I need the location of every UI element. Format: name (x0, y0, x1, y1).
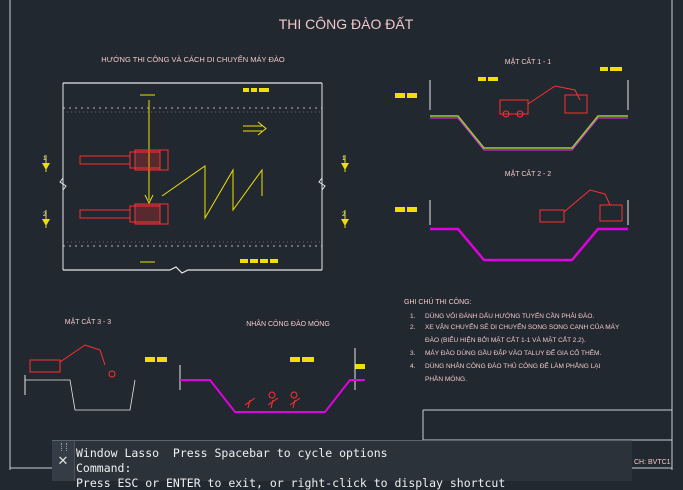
svg-text:DÙNG VÔI ĐÁNH DẤU HƯỚNG TUYẾN: DÙNG VÔI ĐÁNH DẤU HƯỚNG TUYẾN CẦN PHẢI Đ… (425, 310, 594, 320)
svg-text:2: 2 (43, 212, 47, 218)
grip-dots-icon (61, 443, 67, 451)
svg-text:MẶT CẮT 2 - 2: MẶT CẮT 2 - 2 (505, 169, 552, 178)
close-icon[interactable]: ✕ (57, 454, 69, 469)
plan-title: HƯỚNG THI CÔNG VÀ CÁCH DI CHUYỂN MÁY ĐÀO (101, 55, 285, 64)
svg-text:NHÂN CÔNG ĐÀO MÓNG: NHÂN CÔNG ĐÀO MÓNG (246, 319, 330, 328)
section-2-2: MẶT CẮT 2 - 2 (395, 169, 629, 262)
section-3-3: MẶT CẮT 3 - 3 (24, 317, 136, 411)
svg-text:ĐÀO (BIỂU HIỆN BỞI MẶT CẮT 1-1: ĐÀO (BIỂU HIỆN BỞI MẶT CẮT 1-1 VÀ MẶT CẮ… (425, 335, 586, 344)
command-prompt[interactable]: Command: (76, 461, 132, 475)
command-history-line: Press ESC or ENTER to exit, or right-cli… (76, 476, 506, 490)
svg-text:DÙNG NHÂN CÔNG ĐÀO THỦ CÔNG ĐỂ: DÙNG NHÂN CÔNG ĐÀO THỦ CÔNG ĐỂ LÀM PHẲNG… (425, 361, 601, 370)
command-line-panel[interactable]: ✕ Window Lasso Press Spacebar to cycle o… (52, 440, 632, 490)
drawing-title: THI CÔNG ĐÀO ĐẤT (279, 16, 414, 32)
command-line-grip[interactable]: ✕ (52, 441, 75, 481)
svg-text:1: 1 (342, 156, 346, 162)
svg-text:2: 2 (342, 212, 346, 218)
svg-text:XE VẬN CHUYỂN SẼ DI CHUYỂN SON: XE VẬN CHUYỂN SẼ DI CHUYỂN SONG SONG CẠN… (425, 322, 620, 331)
titleblock-label: CH: BVTC1 (634, 459, 671, 466)
plan-view: HƯỚNG THI CÔNG VÀ CÁCH DI CHUYỂN MÁY ĐÀO (42, 55, 349, 274)
svg-text:MẶT CẮT 1 - 1: MẶT CẮT 1 - 1 (505, 57, 552, 66)
svg-text:MẶT CẮT 3 - 3: MẶT CẮT 3 - 3 (65, 317, 112, 326)
construction-notes: GHI CHÚ THI CÔNG: 1. DÙNG VÔI ĐÁNH DẤU H… (404, 297, 620, 383)
section-1-1: MẶT CẮT 1 - 1 (395, 57, 629, 151)
section-mark-right: 1 2 (341, 155, 349, 228)
svg-text:MÁY ĐÀO DÙNG GẦU ĐẬP VÀO TALUY: MÁY ĐÀO DÙNG GẦU ĐẬP VÀO TALUY ĐỂ GIA CỐ… (425, 347, 601, 357)
manual-digging: NHÂN CÔNG ĐÀO MÓNG (145, 319, 365, 413)
drawing-canvas[interactable]: THI CÔNG ĐÀO ĐẤT HƯỚNG THI CÔNG VÀ CÁCH … (0, 0, 683, 480)
command-history-line: Window Lasso Press Spacebar to cycle opt… (76, 446, 388, 460)
svg-text:4.: 4. (410, 363, 416, 370)
notes-list: 1. DÙNG VÔI ĐÁNH DẤU HƯỚNG TUYẾN CẦN PHẢ… (410, 310, 620, 383)
svg-text:1: 1 (43, 156, 47, 162)
notes-heading: GHI CHÚ THI CÔNG: (404, 297, 472, 306)
svg-text:2.: 2. (410, 324, 416, 331)
svg-text:3.: 3. (410, 350, 416, 357)
section-mark-left: 1 2 (42, 155, 50, 228)
svg-text:PHẦN MÓNG.: PHẦN MÓNG. (425, 373, 467, 383)
svg-text:1.: 1. (410, 313, 416, 320)
